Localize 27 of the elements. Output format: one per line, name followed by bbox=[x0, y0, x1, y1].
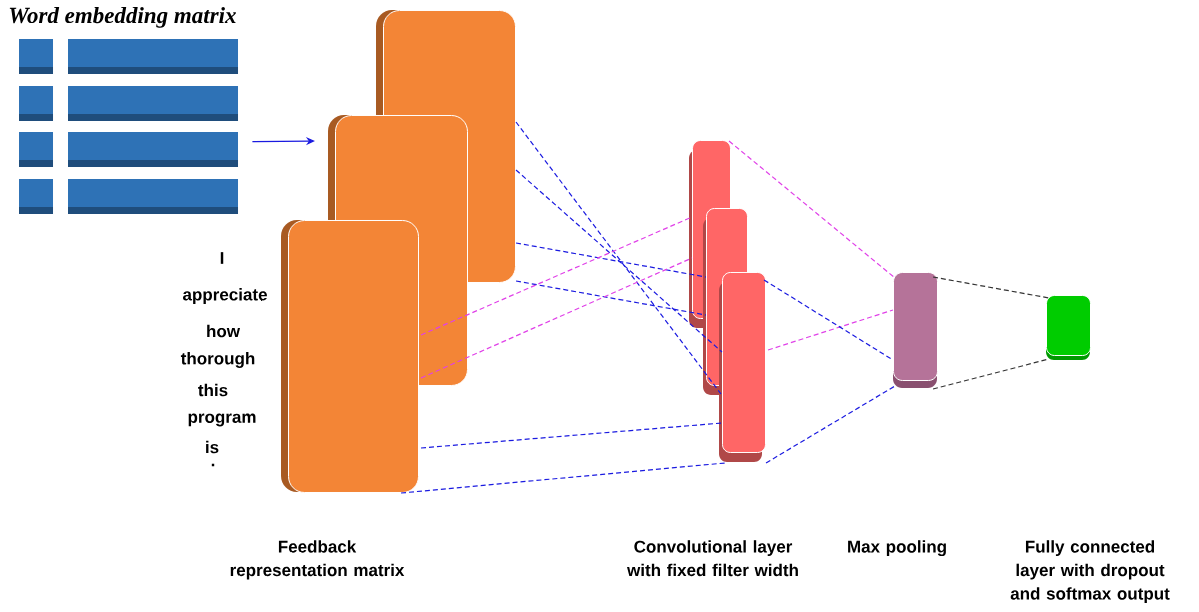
word: . bbox=[211, 463, 215, 467]
word: this bbox=[198, 383, 228, 397]
word: how bbox=[207, 324, 241, 338]
title: Word embedding matrix bbox=[9, 6, 236, 28]
word: thorough bbox=[180, 352, 255, 368]
connector-line bbox=[420, 257, 693, 379]
layer-block bbox=[893, 272, 938, 388]
connector-line bbox=[932, 276, 1050, 299]
connector-line bbox=[515, 280, 707, 316]
layer-block bbox=[281, 220, 419, 493]
connector-line bbox=[765, 385, 896, 464]
connector-line bbox=[767, 309, 894, 351]
layer-block bbox=[1046, 295, 1091, 360]
connector-line bbox=[400, 462, 726, 494]
layer-block bbox=[719, 272, 766, 462]
word: program bbox=[188, 413, 256, 427]
word: is bbox=[206, 440, 219, 454]
connector-line bbox=[420, 216, 693, 336]
connector-line bbox=[728, 140, 896, 279]
connector-line bbox=[515, 242, 707, 278]
word: I bbox=[220, 252, 224, 264]
layer-caption: Max pooling bbox=[848, 540, 946, 557]
layer-caption: Fully connected layer with dropout and softmax output bbox=[1010, 540, 1170, 604]
layer-caption: Convolutional layer with fixed filter width bbox=[627, 540, 798, 577]
connector-line bbox=[420, 422, 723, 449]
connector-line bbox=[515, 169, 723, 353]
layer-caption: Feedback representation matrix bbox=[230, 540, 405, 580]
